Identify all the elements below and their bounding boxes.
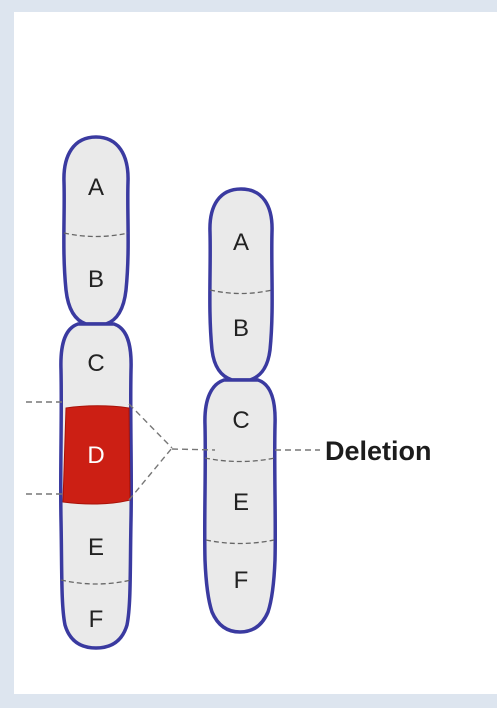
band-label-e: E: [233, 489, 249, 516]
band-label-c: C: [87, 350, 104, 377]
band-label-f: F: [234, 567, 249, 594]
normal-chromosome: A B C D E F: [58, 135, 134, 650]
band-label-e: E: [88, 534, 104, 561]
deleted-chromosome-upper-arm: [208, 187, 274, 382]
band-label-b: B: [233, 315, 249, 342]
band-divider: [205, 539, 275, 545]
deleted-chromosome: A B C E F: [202, 187, 278, 634]
band-label-a: A: [233, 229, 249, 256]
deletion-label: Deletion: [325, 436, 432, 466]
guide-line-top-diagonal: [128, 403, 173, 449]
band-divider: [204, 457, 276, 463]
band-divider: [209, 289, 273, 295]
band-label-c: C: [232, 407, 249, 434]
deletion-guide-lines: [26, 401, 320, 501]
band-label-d: D: [87, 442, 104, 469]
band-divider: [60, 579, 132, 585]
deleted-chromosome-lower-arm: [202, 378, 278, 634]
deleted-segment-d: [62, 405, 131, 505]
band-label-f: F: [89, 606, 104, 633]
band-label-a: A: [88, 174, 104, 201]
band-label-b: B: [88, 266, 104, 293]
normal-chromosome-upper-arm: [62, 135, 130, 326]
guide-line-bottom-diagonal: [128, 447, 173, 501]
guide-line-to-chromosome: [171, 448, 216, 451]
band-divider: [63, 232, 129, 238]
